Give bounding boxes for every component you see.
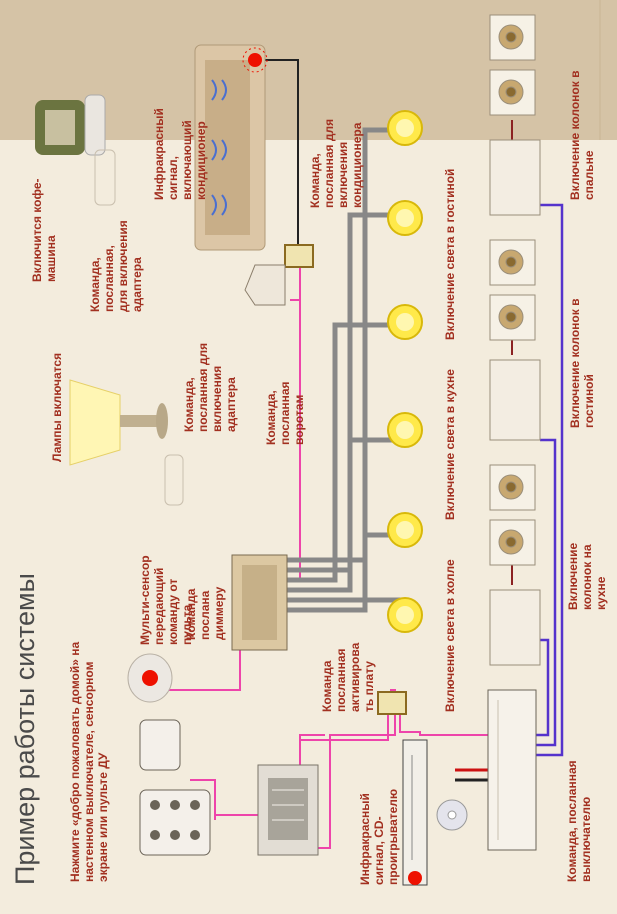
label-line: Включение света в гостиной: [443, 168, 457, 340]
label-line: Включение колонок в: [568, 70, 582, 200]
label-line: выключателю: [579, 796, 593, 882]
label-lamps-on: Лампы включатся: [50, 353, 64, 462]
speaker-icon: [489, 14, 536, 566]
label-line: Команда: [184, 588, 198, 640]
garage-remote-icon: [244, 264, 286, 306]
amplifier-icon: [487, 689, 537, 851]
label-line: экране или пульте ДУ: [96, 752, 110, 882]
motion-sensor-icon: [127, 653, 173, 703]
label-line: Команда,: [88, 257, 102, 312]
coffee-machine-icon: [35, 94, 106, 156]
label-line: проигрывателю: [386, 788, 400, 885]
label-line: посланная,: [102, 245, 116, 312]
board-icon: [377, 691, 407, 715]
label-line: послана: [198, 590, 212, 640]
label-line: включения: [336, 141, 350, 208]
label-light-hall: Включение света в холле: [443, 559, 457, 712]
light-bulb-icon: [387, 110, 423, 633]
label-line: адаптера: [130, 257, 144, 312]
cd-player-icon: [402, 739, 468, 886]
label-line: Команда,: [182, 377, 196, 432]
label-line: кондиционер: [194, 121, 208, 200]
label-line: Мульти-сенсор: [138, 555, 152, 645]
label-line: посланная: [334, 648, 348, 712]
label-line: воротам: [292, 394, 306, 445]
label-line: для включения: [116, 220, 130, 312]
label-line: включения: [210, 365, 224, 432]
label-line: передающий: [152, 567, 166, 645]
speaker-module-icon: [489, 139, 541, 666]
label-line: команду от: [166, 578, 180, 645]
label-coffee-on: Включится кофе-машина: [30, 179, 58, 283]
label-line: адаптера: [224, 377, 238, 432]
label-line: Включение: [566, 542, 580, 610]
label-line: посланная: [278, 381, 292, 445]
label-line: сигнал,: [166, 156, 180, 200]
label-line: Команда,: [264, 390, 278, 445]
label-line: кондиционера: [350, 122, 364, 208]
label-line: спальне: [582, 150, 596, 200]
label-line: Команда, посланная: [565, 760, 579, 882]
label-line: колонок на: [580, 544, 594, 610]
gray-wires: [285, 127, 408, 625]
adapter-icon: [284, 244, 314, 268]
label-line: Включение света в холле: [443, 559, 457, 712]
label-line: гостиной: [582, 374, 596, 428]
label-line: настенном выключателе, сенсорном: [82, 661, 96, 882]
label-line: активирова: [348, 642, 362, 712]
label-line: Включение света в кухне: [443, 369, 457, 520]
label-line: машина: [44, 235, 58, 282]
label-line: Команда,: [308, 153, 322, 208]
label-line: Инфракрасный: [358, 793, 372, 885]
label-line: сигнал, CD-: [372, 816, 386, 885]
dimmer-icon: [231, 554, 288, 651]
label-line: ть плату: [362, 661, 376, 712]
label-light-living: Включение света в гостиной: [443, 169, 457, 340]
label-light-kitchen: Включение света в кухне: [443, 369, 457, 520]
label-line: диммеру: [212, 586, 226, 640]
remote-control-icon: [94, 149, 184, 506]
label-line: Инфракрасный: [152, 108, 166, 200]
label-line: Включение колонок в: [568, 298, 582, 428]
label-line: включающий: [180, 120, 194, 200]
label-line: посланная для: [196, 342, 210, 432]
table-lamp-icon: [69, 379, 168, 466]
label-line: Включится кофе-: [30, 178, 44, 283]
label-line: Нажмите «добро пожаловать домой» на: [68, 641, 82, 882]
page-title: Пример работы системы: [10, 573, 40, 885]
label-line: Лампы включатся: [50, 352, 64, 462]
label-line: Команда: [320, 660, 334, 712]
control-unit-icon: [257, 764, 319, 856]
air-conditioner-icon: [194, 44, 268, 251]
label-line: кухне: [594, 576, 608, 610]
touch-panel-icon: [139, 719, 211, 856]
label-line: посланная для: [322, 118, 336, 208]
